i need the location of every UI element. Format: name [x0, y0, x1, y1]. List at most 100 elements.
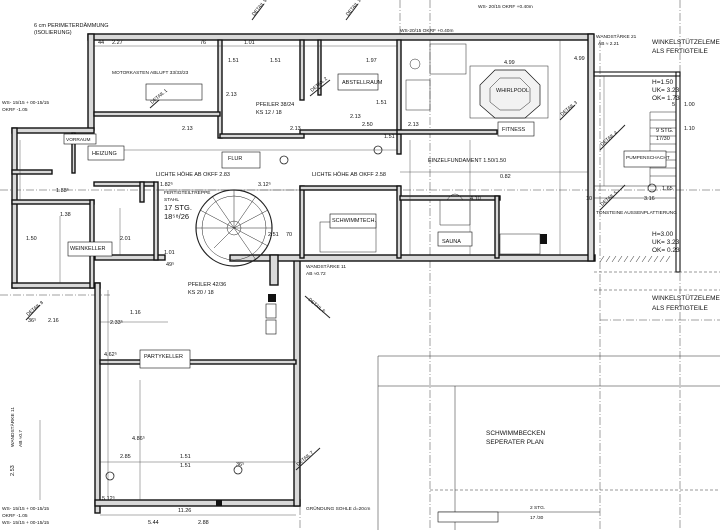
ab-mid: AB ≈0.72: [306, 271, 326, 277]
stair-ratio: 18⁵⁸/26: [164, 212, 189, 221]
dim-100: 1.00: [684, 102, 695, 108]
dim-165: 1.65: [662, 186, 673, 192]
stairs-bottom-ratio: 17 /30: [530, 515, 544, 521]
ws-left-bottom-3: WS- 15/15 + 00-15/15: [2, 520, 49, 526]
sauna-label: SAUNA: [442, 239, 461, 245]
fitness-label: FITNESS: [502, 127, 526, 133]
pool-subtitle: SEPERATER PLAN: [486, 439, 544, 446]
dim-213d: 2.13: [408, 122, 419, 128]
fundament-note: EINZELFUNDAMENT 1.50/1.50: [428, 158, 506, 164]
stairs-bottom-steps: 2 STG.: [530, 505, 545, 511]
dimension-text: 44 2.27 1.51 1.51 1.97 1.01 76 2.13 2.13…: [10, 40, 695, 526]
dim-151c: 1.51: [180, 454, 191, 460]
dim-213b: 2.13: [290, 126, 301, 132]
dim-36: 36⁵: [28, 317, 36, 324]
dim-76: 76: [200, 40, 206, 46]
ws-left-bottom-2: OKRF -1.05: [2, 513, 28, 519]
dim-486: 4.86⁵: [132, 435, 145, 442]
whirlpool-label: WHIRLPOOL: [496, 88, 529, 94]
room-label-boxes: [63, 73, 667, 369]
foundation-note: GRÜNDUNG SOHLE d=20cm: [306, 505, 370, 512]
pool-tech-label: SCHWIMMTECH.: [332, 218, 376, 224]
detail-3: DETAIL 3: [559, 100, 579, 118]
dim-10: 10: [586, 196, 592, 202]
exterior-stair: [649, 111, 676, 186]
dim-49: 49⁵: [166, 261, 174, 268]
dim-110: 1.10: [684, 126, 695, 132]
dim-410: 4.10: [470, 196, 481, 202]
outer-walls: [11, 33, 596, 514]
dim-151d: 1.51: [180, 463, 191, 469]
heating-label: HEIZUNG: [92, 151, 117, 157]
winkel-bottom: WINKELSTÜTZELEMENTE: [652, 294, 720, 302]
stairs-right-ratio: 17/30: [656, 136, 670, 142]
hall-label: FLUR: [228, 156, 242, 162]
wall-thickness-top: WANDSTÄRKE 21: [596, 33, 637, 40]
light-height-1: LICHTE HÖHE AB OKFF 2.83: [156, 171, 230, 178]
ws-left-bottom: WS- 15/15 + 00-15/15: [2, 506, 49, 512]
detail-5: DETAIL 5: [599, 190, 619, 208]
dim-233: 2.33⁵: [110, 319, 123, 326]
dim-251: 2.51: [268, 232, 279, 238]
dim-312: 3.12⁵: [258, 181, 271, 188]
dim-182: 1.82⁵: [160, 181, 173, 188]
dimension-lines: [19, 40, 605, 516]
dim-216: 2.16: [48, 318, 59, 324]
dim-151e: 1.51: [376, 100, 387, 106]
dim-227: 2.27: [112, 40, 123, 46]
dim-44: 44: [98, 40, 104, 46]
stair-steps: 17 STG.: [164, 203, 192, 212]
uk-top: UK= 3.23: [652, 87, 680, 94]
annex-right: [593, 71, 720, 291]
whirlpool: [405, 43, 549, 119]
light-height-2: LICHTE HÖHE AB OKFF 2.58: [312, 171, 386, 178]
ws-left: WS- 15/15 + 00-15/15: [2, 100, 49, 106]
stair-type: FERTIGTEILTREPPE: [164, 190, 210, 196]
top-ws-note-2: WS-20/15 OKRF +0.40m: [400, 28, 453, 34]
swimming-pool-outline: [377, 355, 720, 530]
wall-thickness-mid: WANDSTÄRKE 11: [306, 263, 346, 270]
dim-082: 0.82: [500, 174, 511, 180]
dim-5: 5: [672, 102, 675, 108]
height-bottom: H=3.00: [652, 231, 674, 238]
dim-36b: 36⁵: [236, 461, 244, 468]
dim-462: 4.62⁵: [104, 351, 117, 358]
dim-213a: 2.13: [182, 126, 193, 132]
whirlpool-dim: 4.99: [504, 60, 515, 66]
motor-note: MOTORKASTEN ABLUFT 33/33/23: [112, 70, 189, 76]
shaft-markers: [216, 294, 277, 506]
ok-bottom: OK= 0.23: [652, 247, 680, 254]
height-top: H=1.50: [652, 79, 674, 86]
pillar-1-ks: KS 12 / 18: [256, 110, 282, 116]
pump-shaft-label: PUMPENSCHACHT: [626, 155, 670, 161]
detail-6: DETAIL 6: [307, 297, 327, 315]
dim-250: 2.50: [362, 122, 373, 128]
dim-151a: 1.51: [228, 58, 239, 64]
outer-paving-label: AUSSENPLATTIERUNG: [624, 210, 677, 216]
winkel-bottom-2: ALS FERTIGTEILE: [652, 305, 709, 312]
dim-197: 1.97: [366, 58, 377, 64]
dim-253: 2.53: [10, 465, 16, 476]
retaining-hatch: [594, 255, 720, 291]
dim-285: 2.85: [120, 454, 131, 460]
vestibule-label: VORRAUM: [66, 137, 91, 143]
insulation-note: 6 cm PERIMETERDÄMMUNG: [34, 22, 109, 29]
stairs-right-steps: 9 STG.: [656, 128, 674, 134]
dim-512: 5.12⁵: [102, 495, 115, 502]
detail-4: DETAIL 4: [599, 130, 619, 148]
dim-116: 1.16: [130, 310, 141, 316]
dim-151b: 1.51: [270, 58, 281, 64]
stair-material: STAHL: [164, 197, 179, 203]
pool-title: SCHWIMMBECKEN: [486, 430, 546, 437]
top-ws-note: WS- 20/15 OKRF +0.40m: [478, 4, 533, 10]
dim-499: 4.99: [574, 56, 585, 62]
detail-10: DETAIL 10: [345, 0, 365, 17]
winkel-top-2: ALS FERTIGTEILE: [652, 48, 709, 55]
storage-label: ABSTELLRAUM: [342, 80, 383, 86]
dim-316: 3.16: [644, 196, 655, 202]
dim-544: 5.44: [148, 520, 159, 526]
ab-top: AB ≈ 2.21: [598, 41, 619, 47]
dim-150: 1.50: [26, 236, 37, 242]
dim-138: 1.38: [60, 212, 71, 218]
